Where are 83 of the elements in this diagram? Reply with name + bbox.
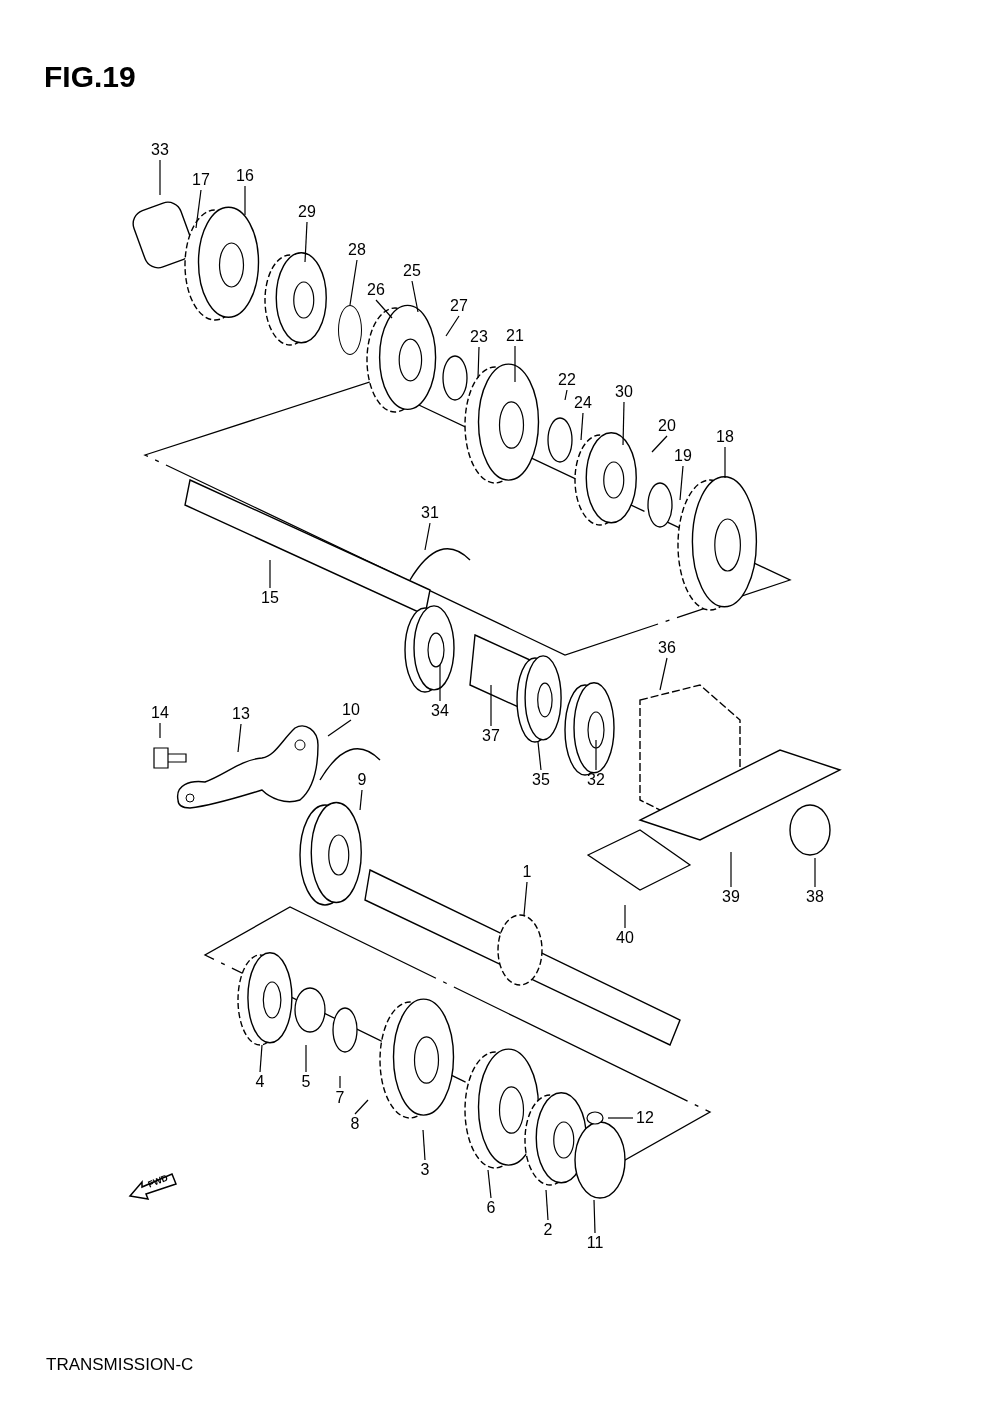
callout-number: 25 <box>400 261 424 281</box>
callout-number: 40 <box>613 928 637 948</box>
callout-number: 28 <box>345 240 369 260</box>
leader-line <box>580 412 584 441</box>
leader-line <box>537 741 542 771</box>
leader-line <box>237 723 242 753</box>
callout-number: 26 <box>364 280 388 300</box>
callout-number: 6 <box>479 1198 503 1218</box>
leader-line <box>354 1099 369 1115</box>
leader-line <box>814 857 816 888</box>
callout-number: 12 <box>633 1108 657 1128</box>
callout-number: 38 <box>803 887 827 907</box>
leader-line <box>327 719 352 737</box>
leader-line <box>159 722 161 739</box>
leader-line <box>545 1189 549 1221</box>
leader-line <box>359 789 363 811</box>
callout-number: 31 <box>418 503 442 523</box>
figure-title: FIG.19 <box>44 62 136 92</box>
leader-line <box>490 684 492 727</box>
leader-line <box>349 259 358 306</box>
callout-number: 18 <box>713 427 737 447</box>
leader-line <box>195 189 202 229</box>
callout-number: 33 <box>148 140 172 160</box>
callout-number: 15 <box>258 588 282 608</box>
leader-line <box>259 1044 263 1073</box>
leader-line <box>523 881 528 916</box>
callout-number: 35 <box>529 770 553 790</box>
callout-number: 39 <box>719 887 743 907</box>
callout-number: 5 <box>294 1072 318 1092</box>
callout-number: 21 <box>503 326 527 346</box>
leader-line <box>487 1169 492 1199</box>
leader-line <box>375 299 393 319</box>
callout-number: 10 <box>339 700 363 720</box>
leader-line <box>651 435 668 453</box>
leader-line <box>339 1075 341 1089</box>
callout-number: 23 <box>467 327 491 347</box>
callout-number: 1 <box>515 862 539 882</box>
callout-number: 32 <box>584 770 608 790</box>
callout-number: 14 <box>148 703 172 723</box>
washer <box>338 305 362 355</box>
callout-number: 3 <box>413 1160 437 1180</box>
callout-number: 29 <box>295 202 319 222</box>
callout-number: 34 <box>428 701 452 721</box>
callout-number: 22 <box>555 370 579 390</box>
leader-line <box>730 851 732 888</box>
callout-number: 13 <box>229 704 253 724</box>
leader-line <box>659 657 668 691</box>
callout-number: 16 <box>233 166 257 186</box>
leader-line <box>514 345 516 383</box>
leader-line <box>624 904 626 929</box>
callout-number: 37 <box>479 726 503 746</box>
leader-line <box>304 221 308 263</box>
leader-line <box>622 401 625 446</box>
diagram-subtitle: TRANSMISSION-C <box>46 1354 194 1376</box>
callout-number: 9 <box>350 770 374 790</box>
callout-number: 27 <box>447 296 471 316</box>
callout-number: 24 <box>571 393 595 413</box>
leader-line <box>411 280 419 313</box>
callout-number: 17 <box>189 170 213 190</box>
callout-number: 11 <box>583 1233 607 1253</box>
leader-line <box>607 1117 634 1119</box>
leader-line <box>445 315 460 337</box>
leader-line <box>724 446 726 479</box>
callout-number: 30 <box>612 382 636 402</box>
leader-line <box>595 739 597 771</box>
leader-line <box>424 522 431 551</box>
callout-number: 7 <box>328 1088 352 1108</box>
leader-line <box>269 559 271 589</box>
callout-number: 20 <box>655 416 679 436</box>
leader-line <box>679 465 684 501</box>
callout-number: 4 <box>248 1072 272 1092</box>
leader-line <box>564 389 568 401</box>
callout-number: 19 <box>671 446 695 466</box>
leader-line <box>422 1129 426 1161</box>
callout-number: 8 <box>343 1114 367 1134</box>
callout-number: 36 <box>655 638 679 658</box>
leader-line <box>477 346 480 379</box>
leader-line <box>159 159 161 196</box>
leader-line <box>593 1199 596 1234</box>
leader-line <box>439 664 441 702</box>
leader-line <box>244 185 246 216</box>
leader-line <box>305 1044 307 1073</box>
callout-number: 2 <box>536 1220 560 1240</box>
